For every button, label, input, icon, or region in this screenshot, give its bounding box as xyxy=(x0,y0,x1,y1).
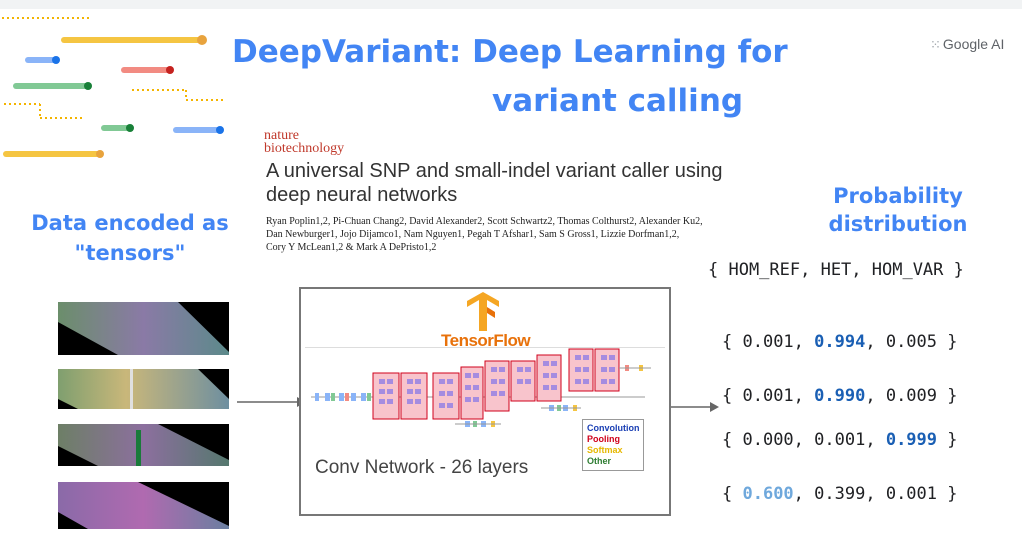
tensorflow-label: TensorFlow xyxy=(441,331,531,350)
google-ai-logo: ⁙Google AI xyxy=(930,36,1004,53)
data-tensors-label: Data encoded as "tensors" xyxy=(30,208,230,268)
arrow-to-output xyxy=(670,402,719,412)
prob-hom-var: 0.009 xyxy=(885,386,938,406)
tensor-image-3 xyxy=(58,424,229,466)
tensor-image-1 xyxy=(58,302,229,355)
brace-close: } xyxy=(937,430,958,450)
brace-close: } xyxy=(937,332,958,352)
brace-open: { xyxy=(722,484,743,504)
journal-name-1: nature xyxy=(264,128,299,143)
brace-open: { xyxy=(722,386,743,406)
decorative-lines xyxy=(2,17,224,158)
top-bar xyxy=(0,0,1022,9)
prob-hom-var: 0.001 xyxy=(885,484,938,504)
authors-line-3: Cory Y McLean1,2 & Mark A DePristo1,2 xyxy=(266,242,437,253)
probability-row-1: { 0.001, 0.994, 0.005 } xyxy=(722,332,958,352)
legend-softmax: Softmax xyxy=(587,445,623,455)
slide-title-line1: DeepVariant: Deep Learning for xyxy=(232,34,788,70)
probability-row-4: { 0.600, 0.399, 0.001 } xyxy=(722,484,958,504)
prob-hom-var: 0.005 xyxy=(885,332,938,352)
probability-label-line2: distribution xyxy=(828,212,968,236)
network-diagram-background xyxy=(305,347,665,348)
tensorflow-icon xyxy=(467,292,499,331)
data-label-line2: "tensors" xyxy=(74,241,186,265)
tensor-image-2 xyxy=(58,369,229,409)
brace-close: } xyxy=(937,386,958,406)
journal-name-2: biotechnology xyxy=(264,141,345,156)
tensor-image-4 xyxy=(58,482,229,529)
legend-convolution: Convolution xyxy=(587,423,640,433)
prob-het: 0.001 xyxy=(814,430,866,450)
prob-hom-ref: 0.000 xyxy=(742,430,794,450)
prob-hom-ref: 0.001 xyxy=(742,386,794,406)
slide-title-line2: variant calling xyxy=(492,83,744,119)
probability-row-2: { 0.001, 0.990, 0.009 } xyxy=(722,386,958,406)
probability-label-line1: Probability xyxy=(833,184,963,208)
authors-line-2: Dan Newburger1, Jojo Dijamco1, Nam Nguye… xyxy=(266,229,680,240)
google-ai-dots-icon: ⁙ xyxy=(930,37,941,52)
paper-title: A universal SNP and small-indel variant … xyxy=(266,160,723,206)
conv-network-box: TensorFlow xyxy=(299,287,671,516)
legend-other: Other xyxy=(587,456,612,466)
probability-label: Probability distribution xyxy=(800,182,996,238)
data-label-line1: Data encoded as xyxy=(31,211,229,235)
arrow-to-network xyxy=(237,397,306,407)
logo-text: Google AI xyxy=(942,36,1005,52)
journal-logo: nature biotechnology xyxy=(264,128,345,156)
paper-card: nature biotechnology A universal SNP and… xyxy=(260,123,726,254)
brace-close: } xyxy=(937,484,958,504)
prob-het: 0.994 xyxy=(814,332,866,352)
genotype-classes: { HOM_REF, HET, HOM_VAR } xyxy=(708,260,964,280)
prob-hom-var: 0.999 xyxy=(885,430,938,450)
conv-network-caption: Conv Network - 26 layers xyxy=(315,457,529,478)
layer-type-legend: Convolution Pooling Softmax Other xyxy=(582,419,644,471)
network-architecture-diagram xyxy=(311,348,651,427)
authors-line-1: Ryan Poplin1,2, Pi-Chuan Chang2, David A… xyxy=(266,216,703,227)
prob-het: 0.990 xyxy=(814,386,866,406)
paper-authors: Ryan Poplin1,2, Pi-Chuan Chang2, David A… xyxy=(266,215,728,254)
prob-hom-ref: 0.600 xyxy=(742,484,794,504)
legend-pooling: Pooling xyxy=(587,434,620,444)
brace-open: { xyxy=(722,332,743,352)
prob-hom-ref: 0.001 xyxy=(742,332,794,352)
prob-het: 0.399 xyxy=(814,484,866,504)
probability-row-3: { 0.000, 0.001, 0.999 } xyxy=(722,430,958,450)
brace-open: { xyxy=(722,430,743,450)
